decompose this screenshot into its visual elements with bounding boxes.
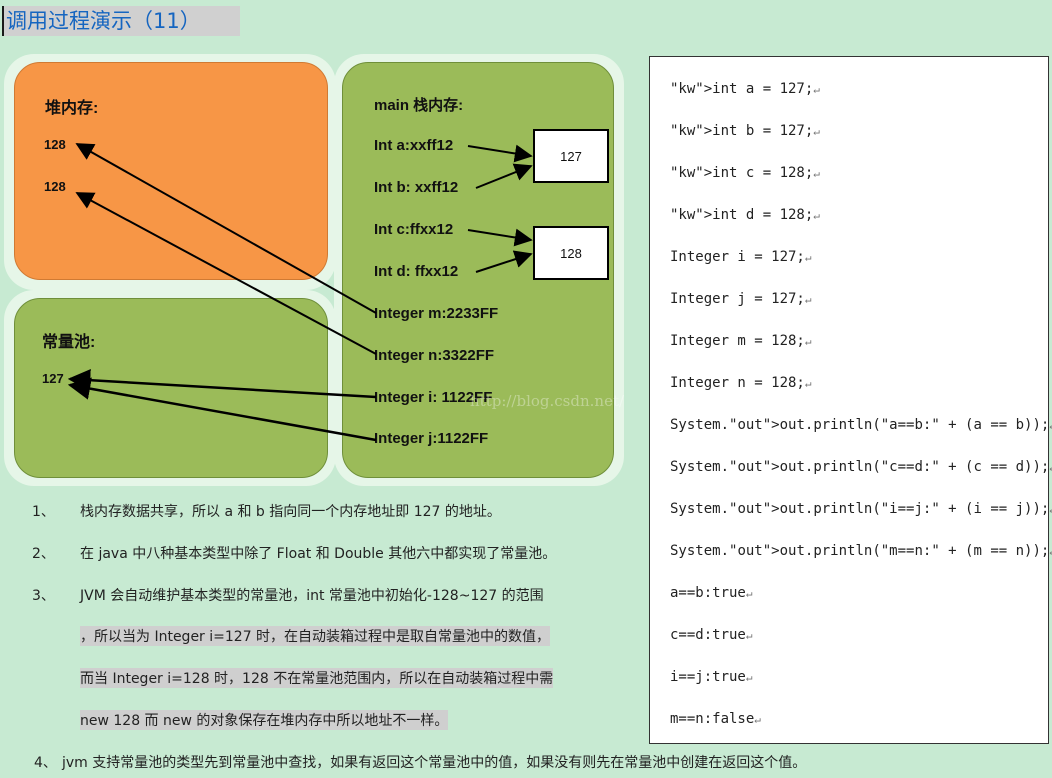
constant-pool-label: 常量池: xyxy=(42,334,96,351)
code-line: Integer j = 127;↵ xyxy=(670,291,812,307)
code-line: System."out">out.println("i==j:" + (i ==… xyxy=(670,501,1052,517)
constant-pool-box xyxy=(14,298,328,478)
heap-value-2: 128 xyxy=(44,179,66,194)
note-text: 栈内存数据共享，所以 a 和 b 指向同一个内存地址即 127 的地址。 xyxy=(80,504,501,520)
stack-item: Int b: xxff12 xyxy=(374,179,459,196)
stack-label: main 栈内存: xyxy=(374,97,464,114)
note-text: new 128 而 new 的对象保存在堆内存中所以地址不一样。 xyxy=(80,710,449,730)
code-line: m==n:false↵ xyxy=(670,711,761,727)
code-line: "kw">int a = 127;↵ xyxy=(670,81,820,97)
constant-pool-value: 127 xyxy=(42,371,64,386)
code-line: Integer m = 128;↵ xyxy=(670,333,812,349)
code-line: a==b:true↵ xyxy=(670,585,753,601)
note-number: 1、 xyxy=(32,504,55,520)
code-panel: "kw">int a = 127;↵ "kw">int b = 127;↵ "kw"… xyxy=(649,56,1052,744)
watermark: http://blog.csdn.net/ xyxy=(470,392,625,410)
note-text: 在 java 中八种基本类型中除了 Float 和 Double 其他六中都实现… xyxy=(80,546,557,562)
code-line: Integer i = 127;↵ xyxy=(670,249,812,265)
note-number: 2、 xyxy=(32,546,55,562)
heap-label: 堆内存: xyxy=(45,100,99,117)
note-number: 3、 xyxy=(32,588,55,604)
note-number: 4、 xyxy=(34,755,57,771)
code-line: System."out">out.println("c==d:" + (c ==… xyxy=(670,459,1052,475)
note-text: ，所以当为 Integer i=127 时，在自动装箱过程中是取自常量池中的数值… xyxy=(80,626,551,646)
code-line: "kw">int b = 127;↵ xyxy=(670,123,820,139)
stack-item: Int a:xxff12 xyxy=(374,137,454,154)
slide-title: 调用过程演示（11） xyxy=(2,6,240,36)
value-box-128: 128 xyxy=(533,226,609,280)
stack-item: Int d: ffxx12 xyxy=(374,263,459,280)
note-text: JVM 会自动维护基本类型的常量池，int 常量池中初始化-128~127 的范… xyxy=(80,588,544,604)
code-line: "kw">int d = 128;↵ xyxy=(670,207,820,223)
code-line: "kw">int c = 128;↵ xyxy=(670,165,820,181)
stack-item: Int c:ffxx12 xyxy=(374,221,454,238)
code-line: System."out">out.println("m==n:" + (m ==… xyxy=(670,543,1052,559)
stack-item: Integer m:2233FF xyxy=(374,305,499,322)
stack-item: Integer j:1122FF xyxy=(374,430,489,447)
heap-value-1: 128 xyxy=(44,137,66,152)
code-line: System."out">out.println("a==b:" + (a ==… xyxy=(670,417,1052,433)
stack-item: Integer i: 1122FF xyxy=(374,389,493,406)
note-text: jvm 支持常量池的类型先到常量池中查找，如果有返回这个常量池中的值，如果没有则… xyxy=(62,755,807,771)
code-line: Integer n = 128;↵ xyxy=(670,375,812,391)
code-line: c==d:true↵ xyxy=(670,627,753,643)
value-box-127: 127 xyxy=(533,129,609,183)
note-text: 而当 Integer i=128 时，128 不在常量池范围内，所以在自动装箱过… xyxy=(80,668,554,688)
stack-item: Integer n:3322FF xyxy=(374,347,495,364)
code-line: i==j:true↵ xyxy=(670,669,753,685)
